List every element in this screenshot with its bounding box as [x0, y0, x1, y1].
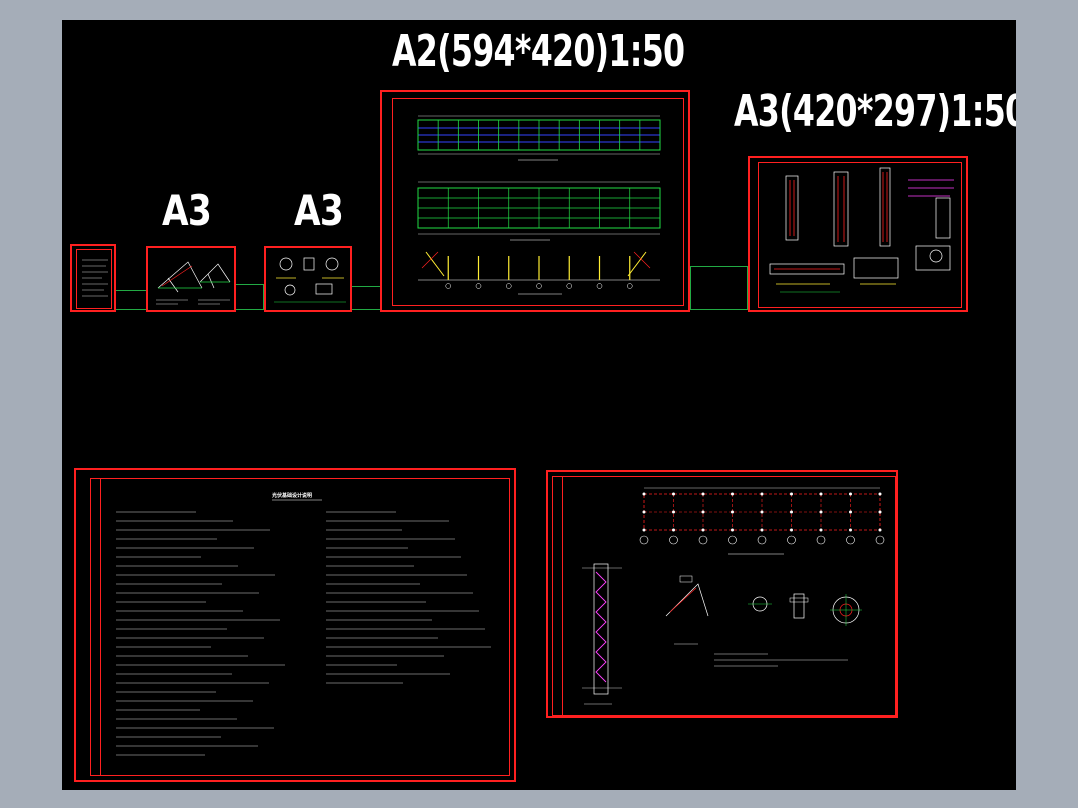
- sheet-a3-2-details: [274, 257, 346, 303]
- sheet-cover-inner-frame: [76, 249, 112, 309]
- a3-right-size-label: A3(420*297)1:50: [734, 86, 1016, 137]
- a2-size-label: A2(594*420)1:50: [392, 26, 685, 77]
- connector-3: [350, 286, 382, 310]
- connector-1: [114, 290, 148, 310]
- sheet-foundation-inner-frame: [552, 476, 896, 716]
- drawing-sheet-design-notes[interactable]: 光伏基础设计说明: [74, 468, 516, 782]
- design-notes-text-block: [116, 499, 491, 756]
- connector-2: [234, 284, 264, 310]
- sheet-a3-details-inner-frame: [758, 162, 962, 308]
- sheet-foundation-side-stamp: [552, 476, 563, 716]
- drawing-sheet-a2-plan[interactable]: [380, 90, 690, 312]
- cover-text-lines: [82, 259, 108, 297]
- sheet-notes-inner-frame: [90, 478, 510, 776]
- sheet-a2-inner-frame: [392, 98, 684, 306]
- a3-details-drawing: [769, 167, 954, 293]
- drawing-sheet-a3-details[interactable]: [748, 156, 968, 312]
- drawing-sheet-a3-2[interactable]: [264, 246, 352, 312]
- cad-drawing-viewport[interactable]: A2(594*420)1:50 A3(420*297)1:50 A3 A3: [62, 20, 1016, 790]
- sheet-a3-1-sketch: [156, 261, 231, 305]
- drawing-sheet-cover[interactable]: [70, 244, 116, 312]
- a3-left-size-label-1: A3: [162, 186, 212, 235]
- foundation-plan-drawing: [582, 487, 885, 705]
- design-notes-title: 光伏基础设计说明: [272, 493, 313, 499]
- sheet-notes-side-stamp: [90, 478, 101, 776]
- drawing-sheet-a3-1[interactable]: [146, 246, 236, 312]
- drawing-sheet-foundation-plan[interactable]: [546, 470, 898, 718]
- a3-left-size-label-2: A3: [294, 186, 344, 235]
- a2-plan-drawing: [417, 115, 661, 295]
- connector-4: [690, 266, 748, 310]
